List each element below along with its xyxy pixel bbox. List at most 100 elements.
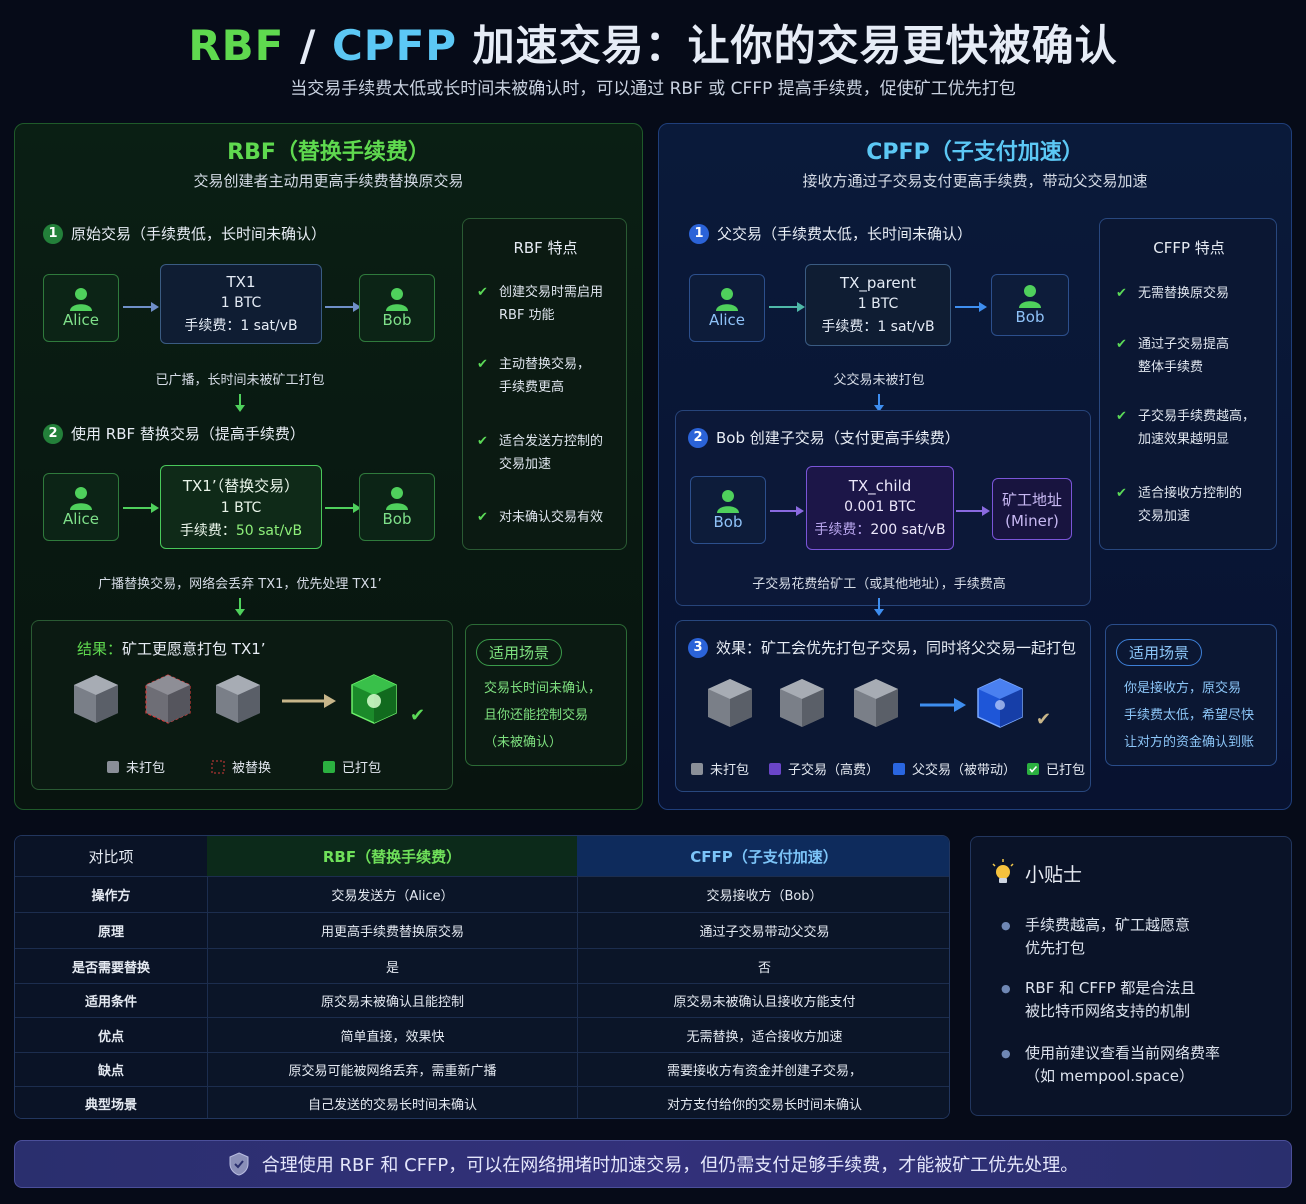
- check-icon: ✔: [477, 510, 488, 525]
- page-title: RBF / CPFP 加速交易：让你的交易更快被确认: [188, 21, 1118, 70]
- table-row-label: 适用条件: [15, 984, 207, 1017]
- tx1-replacement-box: TX1’（替换交易） 1 BTC 手续费：50 sat/vB: [160, 465, 322, 549]
- scenario-body: 交易长时间未确认，且你还能控制交易（未被确认）: [484, 681, 602, 750]
- feature-item: ✔对未确认交易有效: [477, 506, 625, 529]
- scenario-title: 适用场景: [1116, 639, 1203, 666]
- tx-child-fee: 手续费：200 sat/vB: [814, 522, 946, 538]
- person-icon: [70, 288, 92, 311]
- table-header-cell: 对比项: [15, 836, 207, 876]
- person-icon: [716, 288, 738, 311]
- check-icon: ✔: [1036, 709, 1051, 730]
- cpfp-features-card: CFFP 特点 ✔无需替换原交易 ✔通过子交易提高整体手续费 ✔子交易手续费越高…: [1099, 218, 1277, 550]
- person-icon: [717, 490, 739, 513]
- block-cube-icon: [977, 678, 1023, 728]
- tx-parent-fee: 手续费：1 sat/vB: [821, 319, 935, 335]
- lightbulb-icon: [992, 859, 1014, 883]
- table-cell: 原交易未被确认且能控制: [207, 984, 577, 1017]
- tx-parent-box: TX_parent 1 BTC 手续费：1 sat/vB: [805, 264, 951, 346]
- tip-item: ●RBF 和 CFFP 都是合法且被比特币网络支持的机制: [1001, 979, 1196, 1020]
- tips-card: 小贴士 ●手续费越高，矿工越愿意优先打包 ●RBF 和 CFFP 都是合法且被比…: [970, 836, 1292, 1116]
- scenario-title: 适用场景: [476, 639, 563, 666]
- block-cube-icon: [216, 675, 260, 723]
- cpfp-scenario-card: 适用场景 你是接收方，原交易手续费太低，希望尽快让对方的资金确认到账: [1105, 624, 1277, 766]
- feature-item: ✔通过子交易提高整体手续费: [1116, 333, 1276, 379]
- table-cell: 否: [577, 949, 949, 983]
- rbf-features-title: RBF 特点: [513, 239, 578, 257]
- arrow-down-icon: [873, 394, 885, 416]
- rbf-result-card: 结果：矿工更愿意打包 TX1’ ✔ 未打包 被替换 已打包: [31, 620, 453, 790]
- table-header-cell: RBF（替换手续费）: [207, 836, 577, 876]
- bob-node-2: Bob: [359, 473, 435, 541]
- feature-item: ✔无需替换原交易: [1116, 282, 1276, 305]
- cpfp-heading: CPFP（子支付加速）: [866, 140, 1084, 165]
- arrow-right-icon: [325, 500, 361, 519]
- cpfp-subheading: 接收方通过子交易支付更高手续费，带动父交易加速: [802, 172, 1148, 190]
- table-header: 对比项 RBF（替换手续费） CFFP（子支付加速）: [15, 836, 949, 876]
- rbf-heading: RBF（替换手续费）: [227, 140, 430, 165]
- table-cell: 交易发送方（Alice）: [207, 877, 577, 912]
- step-number: 2: [43, 423, 63, 444]
- rbf-note2: 广播替换交易，网络会丢弃 TX1，优先处理 TX1’: [98, 577, 382, 592]
- table-cell: 需要接收方有资金并创建子交易，: [577, 1053, 949, 1086]
- arrow-right-icon: [956, 503, 990, 522]
- person-icon: [386, 288, 408, 311]
- table-cell: 对方支付给你的交易长时间未确认: [577, 1087, 949, 1118]
- check-icon: ✔: [477, 434, 488, 449]
- feature-item: ✔适合发送方控制的交易加速: [477, 430, 625, 476]
- table-cell: 交易接收方（Bob）: [577, 877, 949, 912]
- tips-header: 小贴士: [991, 859, 1082, 887]
- table-cell: 简单直接，效果快: [207, 1018, 577, 1052]
- legend-item: 子交易（高费）: [768, 759, 879, 778]
- table-cell: 原交易未被确认且接收方能支付: [577, 984, 949, 1017]
- bob-child-node: Bob: [690, 476, 766, 544]
- legend-item: 已打包: [1026, 759, 1085, 778]
- arrow-right-icon: [325, 299, 361, 318]
- check-icon: ✔: [410, 705, 425, 726]
- block-cube-icon: [780, 679, 824, 727]
- step-number: 3: [688, 637, 708, 658]
- person-icon: [386, 487, 408, 510]
- alice-node-2: Alice: [43, 473, 119, 541]
- tx-child-box: TX_child 0.001 BTC 手续费：200 sat/vB: [806, 466, 954, 550]
- check-icon: ✔: [477, 285, 488, 300]
- feature-item: ✔子交易手续费越高，加速效果越明显: [1116, 405, 1276, 451]
- block-cube-icon: [854, 679, 898, 727]
- rbf-scenario-card: 适用场景 交易长时间未确认，且你还能控制交易（未被确认）: [465, 624, 627, 766]
- feature-item: ✔主动替换交易，手续费更高: [477, 353, 625, 399]
- cpfp-features-title: CFFP 特点: [1153, 239, 1225, 257]
- legend-item: 未打包: [106, 757, 165, 776]
- arrow-right-icon: [282, 694, 336, 708]
- person-icon: [1019, 285, 1041, 308]
- tip-item: ●手续费越高，矿工越愿意优先打包: [1001, 916, 1191, 957]
- rbf-note1: 已广播，长时间未被矿工打包: [155, 373, 325, 388]
- step-number: 1: [689, 223, 709, 244]
- feature-item: ✔适合接收方控制的交易加速: [1116, 482, 1276, 528]
- arrow-down-icon: [873, 598, 885, 620]
- block-cube-icon: [351, 674, 397, 724]
- table-row: 操作方交易发送方（Alice）交易接收方（Bob）: [15, 876, 949, 912]
- table-row-label: 操作方: [15, 877, 207, 912]
- table-row: 适用条件原交易未被确认且能控制原交易未被确认且接收方能支付: [15, 983, 949, 1017]
- table-row-label: 原理: [15, 913, 207, 948]
- tx1b-fee: 手续费：50 sat/vB: [179, 522, 303, 539]
- table-cell: 是: [207, 949, 577, 983]
- table-row-label: 缺点: [15, 1053, 207, 1086]
- check-icon: ✔: [477, 357, 488, 372]
- page-subtitle: 当交易手续费太低或长时间未被确认时，可以通过 RBF 或 CFFP 提高手续费，…: [290, 79, 1016, 99]
- table-cell: 用更高手续费替换原交易: [207, 913, 577, 948]
- rbf-blocks: ✔: [74, 674, 425, 726]
- legend-item: 未打包: [690, 759, 749, 778]
- table-row: 优点简单直接，效果快无需替换，适合接收方加速: [15, 1017, 949, 1052]
- scenario-body: 你是接收方，原交易手续费太低，希望尽快让对方的资金确认到账: [1124, 681, 1255, 750]
- shield-icon: [229, 1152, 249, 1176]
- tip-item: ●使用前建议查看当前网络费率（如 mempool.space）: [1001, 1044, 1221, 1085]
- table-row: 缺点原交易可能被网络丢弃，需重新广播需要接收方有资金并创建子交易，: [15, 1052, 949, 1086]
- check-icon: ✔: [1116, 409, 1127, 424]
